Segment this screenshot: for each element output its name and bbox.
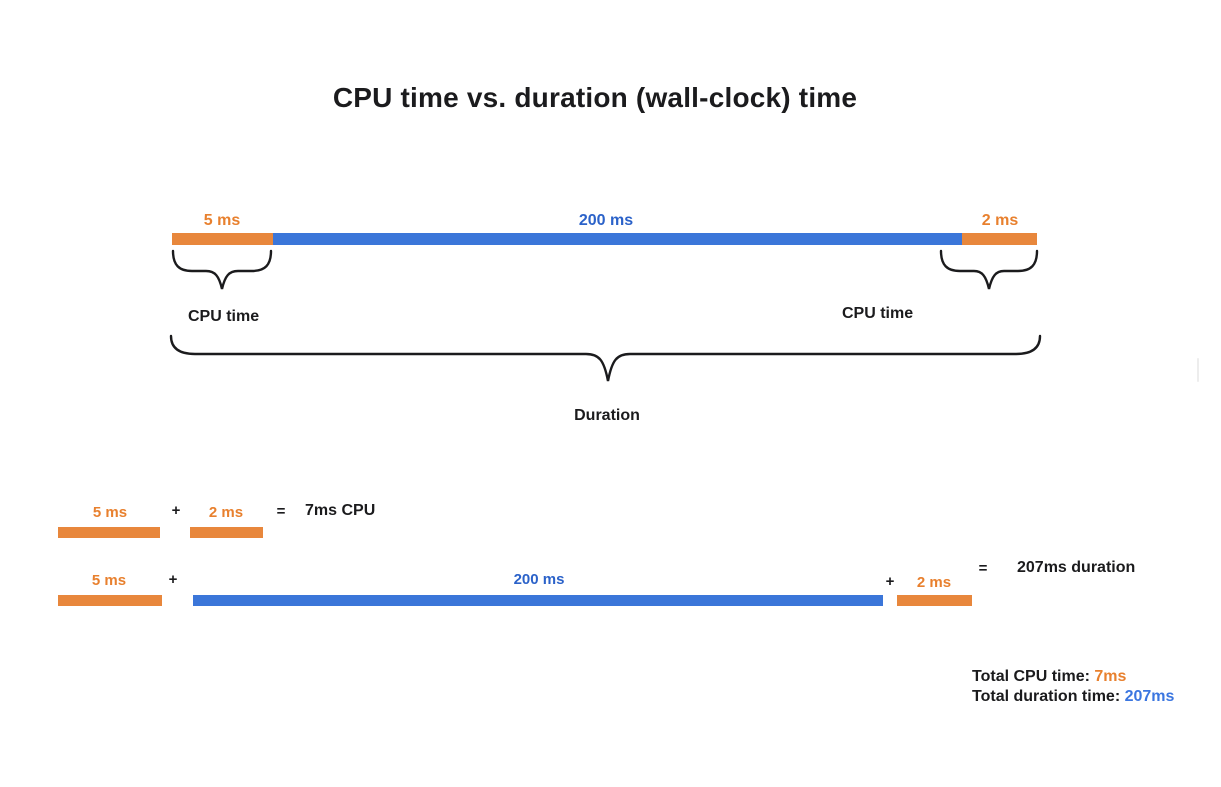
dur-eq-plus-1: +	[168, 571, 178, 588]
scrollbar-artifact	[1197, 358, 1199, 382]
dur-eq-equals: =	[978, 560, 988, 577]
totals-block: Total CPU time: 7ms Total duration time:…	[972, 667, 1174, 706]
timeline-segment-cpu-right	[962, 233, 1037, 245]
total-duration-line: Total duration time: 207ms	[972, 687, 1174, 707]
dur-eq-plus-2: +	[885, 573, 895, 590]
cpu-eq-plus: +	[171, 502, 181, 519]
dur-eq-term-2ms-label: 2 ms	[916, 574, 952, 591]
cpu-eq-bar-5ms	[58, 527, 160, 538]
dur-eq-result: 207ms duration	[1017, 559, 1136, 576]
total-duration-value: 207ms	[1124, 687, 1175, 705]
right-cpu-time-label: CPU time	[842, 305, 914, 322]
left-cpu-brace-icon	[171, 249, 273, 290]
total-duration-label: Total duration time:	[972, 687, 1121, 705]
total-cpu-value: 7ms	[1094, 668, 1127, 685]
dur-eq-bar-2ms	[897, 595, 972, 606]
total-cpu-line: Total CPU time: 7ms	[972, 667, 1174, 687]
dur-eq-bar-5ms	[58, 595, 162, 606]
right-cpu-brace-icon	[939, 249, 1039, 290]
timeline-label-200ms: 200 ms	[578, 212, 634, 229]
duration-brace-icon	[169, 334, 1042, 382]
cpu-eq-equals: =	[276, 503, 286, 520]
dur-eq-term-200ms-label: 200 ms	[513, 571, 565, 588]
timeline-segment-wait	[273, 233, 962, 245]
cpu-eq-term-2ms-label: 2 ms	[208, 504, 244, 521]
dur-eq-bar-200ms	[193, 595, 883, 606]
duration-label: Duration	[574, 407, 640, 424]
dur-eq-term-5ms-label: 5 ms	[91, 572, 127, 589]
cpu-eq-bar-2ms	[190, 527, 263, 538]
timeline-label-2ms: 2 ms	[981, 212, 1019, 229]
total-cpu-label: Total CPU time:	[972, 668, 1090, 685]
timeline-segment-cpu-left	[172, 233, 273, 245]
left-cpu-time-label: CPU time	[188, 308, 260, 325]
cpu-eq-result: 7ms CPU	[305, 502, 376, 519]
timeline-label-5ms: 5 ms	[203, 212, 241, 229]
page-title: CPU time vs. duration (wall-clock) time	[332, 82, 858, 113]
cpu-eq-term-5ms-label: 5 ms	[92, 504, 128, 521]
